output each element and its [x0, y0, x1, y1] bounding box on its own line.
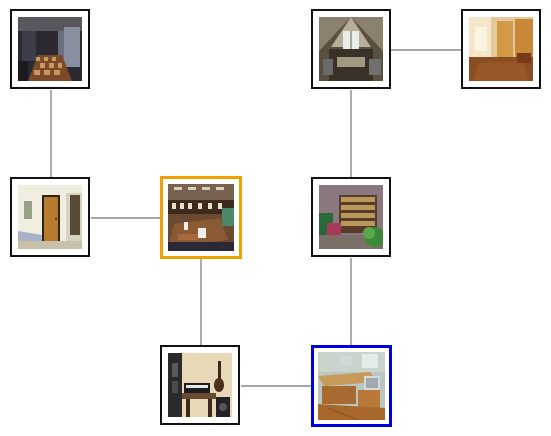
- node-attic-bedroom[interactable]: [311, 9, 391, 89]
- music-studio-thumbnail: [168, 353, 232, 417]
- node-home-office[interactable]: [311, 345, 392, 427]
- node-music-studio[interactable]: [160, 345, 240, 425]
- node-hotel-room[interactable]: [461, 9, 541, 89]
- hotel-room-thumbnail: [469, 17, 533, 81]
- bedroom-doorway-thumbnail: [18, 185, 82, 249]
- node-locker-room[interactable]: [10, 9, 90, 89]
- bookstore-thumbnail: [319, 185, 383, 249]
- library-reading-room-thumbnail: [168, 184, 234, 251]
- node-bookstore[interactable]: [311, 177, 391, 257]
- home-office-thumbnail: [318, 352, 385, 420]
- node-library-reading-room[interactable]: [160, 176, 242, 259]
- attic-bedroom-thumbnail: [319, 17, 383, 81]
- locker-room-thumbnail: [18, 17, 82, 81]
- node-bedroom-doorway[interactable]: [10, 177, 90, 257]
